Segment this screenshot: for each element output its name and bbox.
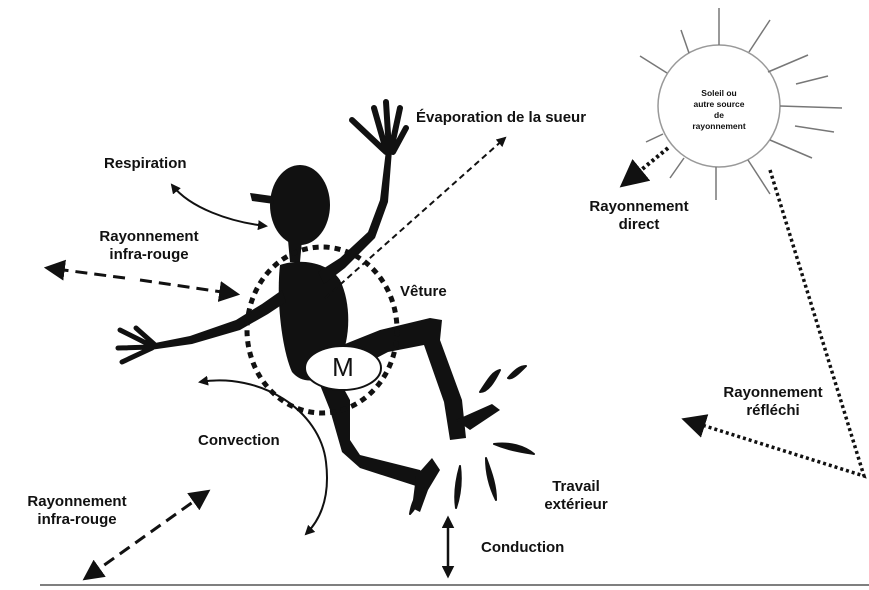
- reflected-radiation-label: Rayonnement réfléchi: [718, 384, 828, 420]
- evaporation-arrow: [325, 138, 505, 298]
- direct-radiation-line2: direct: [584, 216, 694, 234]
- reflected-radiation-path: [686, 170, 864, 476]
- respiration-arrow: [172, 185, 266, 226]
- sun-label-line2: autre source: [676, 99, 762, 110]
- ir-out-arrow-top: [48, 268, 125, 278]
- external-work-line2: extérieur: [536, 496, 616, 514]
- conduction-label: Conduction: [481, 539, 564, 557]
- respiration-label: Respiration: [104, 155, 187, 173]
- direct-radiation-line1: Rayonnement: [584, 198, 694, 216]
- reflected-radiation-line1: Rayonnement: [718, 384, 828, 402]
- ir-label-bottom: Rayonnement infra-rouge: [22, 493, 132, 529]
- reflected-radiation-line2: réfléchi: [718, 402, 828, 420]
- ir-label-bottom-line1: Rayonnement: [22, 493, 132, 511]
- sun-label-line3: de: [676, 110, 762, 121]
- convection-arrow: [200, 380, 327, 534]
- ir-in-arrow-top: [140, 280, 236, 294]
- direct-radiation-arrow: [624, 148, 668, 184]
- sun-label-line4: rayonnement: [676, 121, 762, 132]
- external-work-label: Travail extérieur: [536, 478, 616, 514]
- ir-label-top-line2: infra-rouge: [94, 246, 204, 264]
- ir-label-top: Rayonnement infra-rouge: [94, 228, 204, 264]
- evaporation-label: Évaporation de la sueur: [416, 109, 586, 127]
- direct-radiation-label: Rayonnement direct: [584, 198, 694, 234]
- sun-label-line1: Soleil ou: [676, 88, 762, 99]
- ir-label-top-line1: Rayonnement: [94, 228, 204, 246]
- veture-label: Vêture: [400, 283, 447, 301]
- external-work-line1: Travail: [536, 478, 616, 496]
- metabolism-label: M: [323, 352, 363, 383]
- convection-label: Convection: [198, 432, 280, 450]
- ir-label-bottom-line2: infra-rouge: [22, 511, 132, 529]
- sun-label: Soleil ou autre source de rayonnement: [676, 88, 762, 132]
